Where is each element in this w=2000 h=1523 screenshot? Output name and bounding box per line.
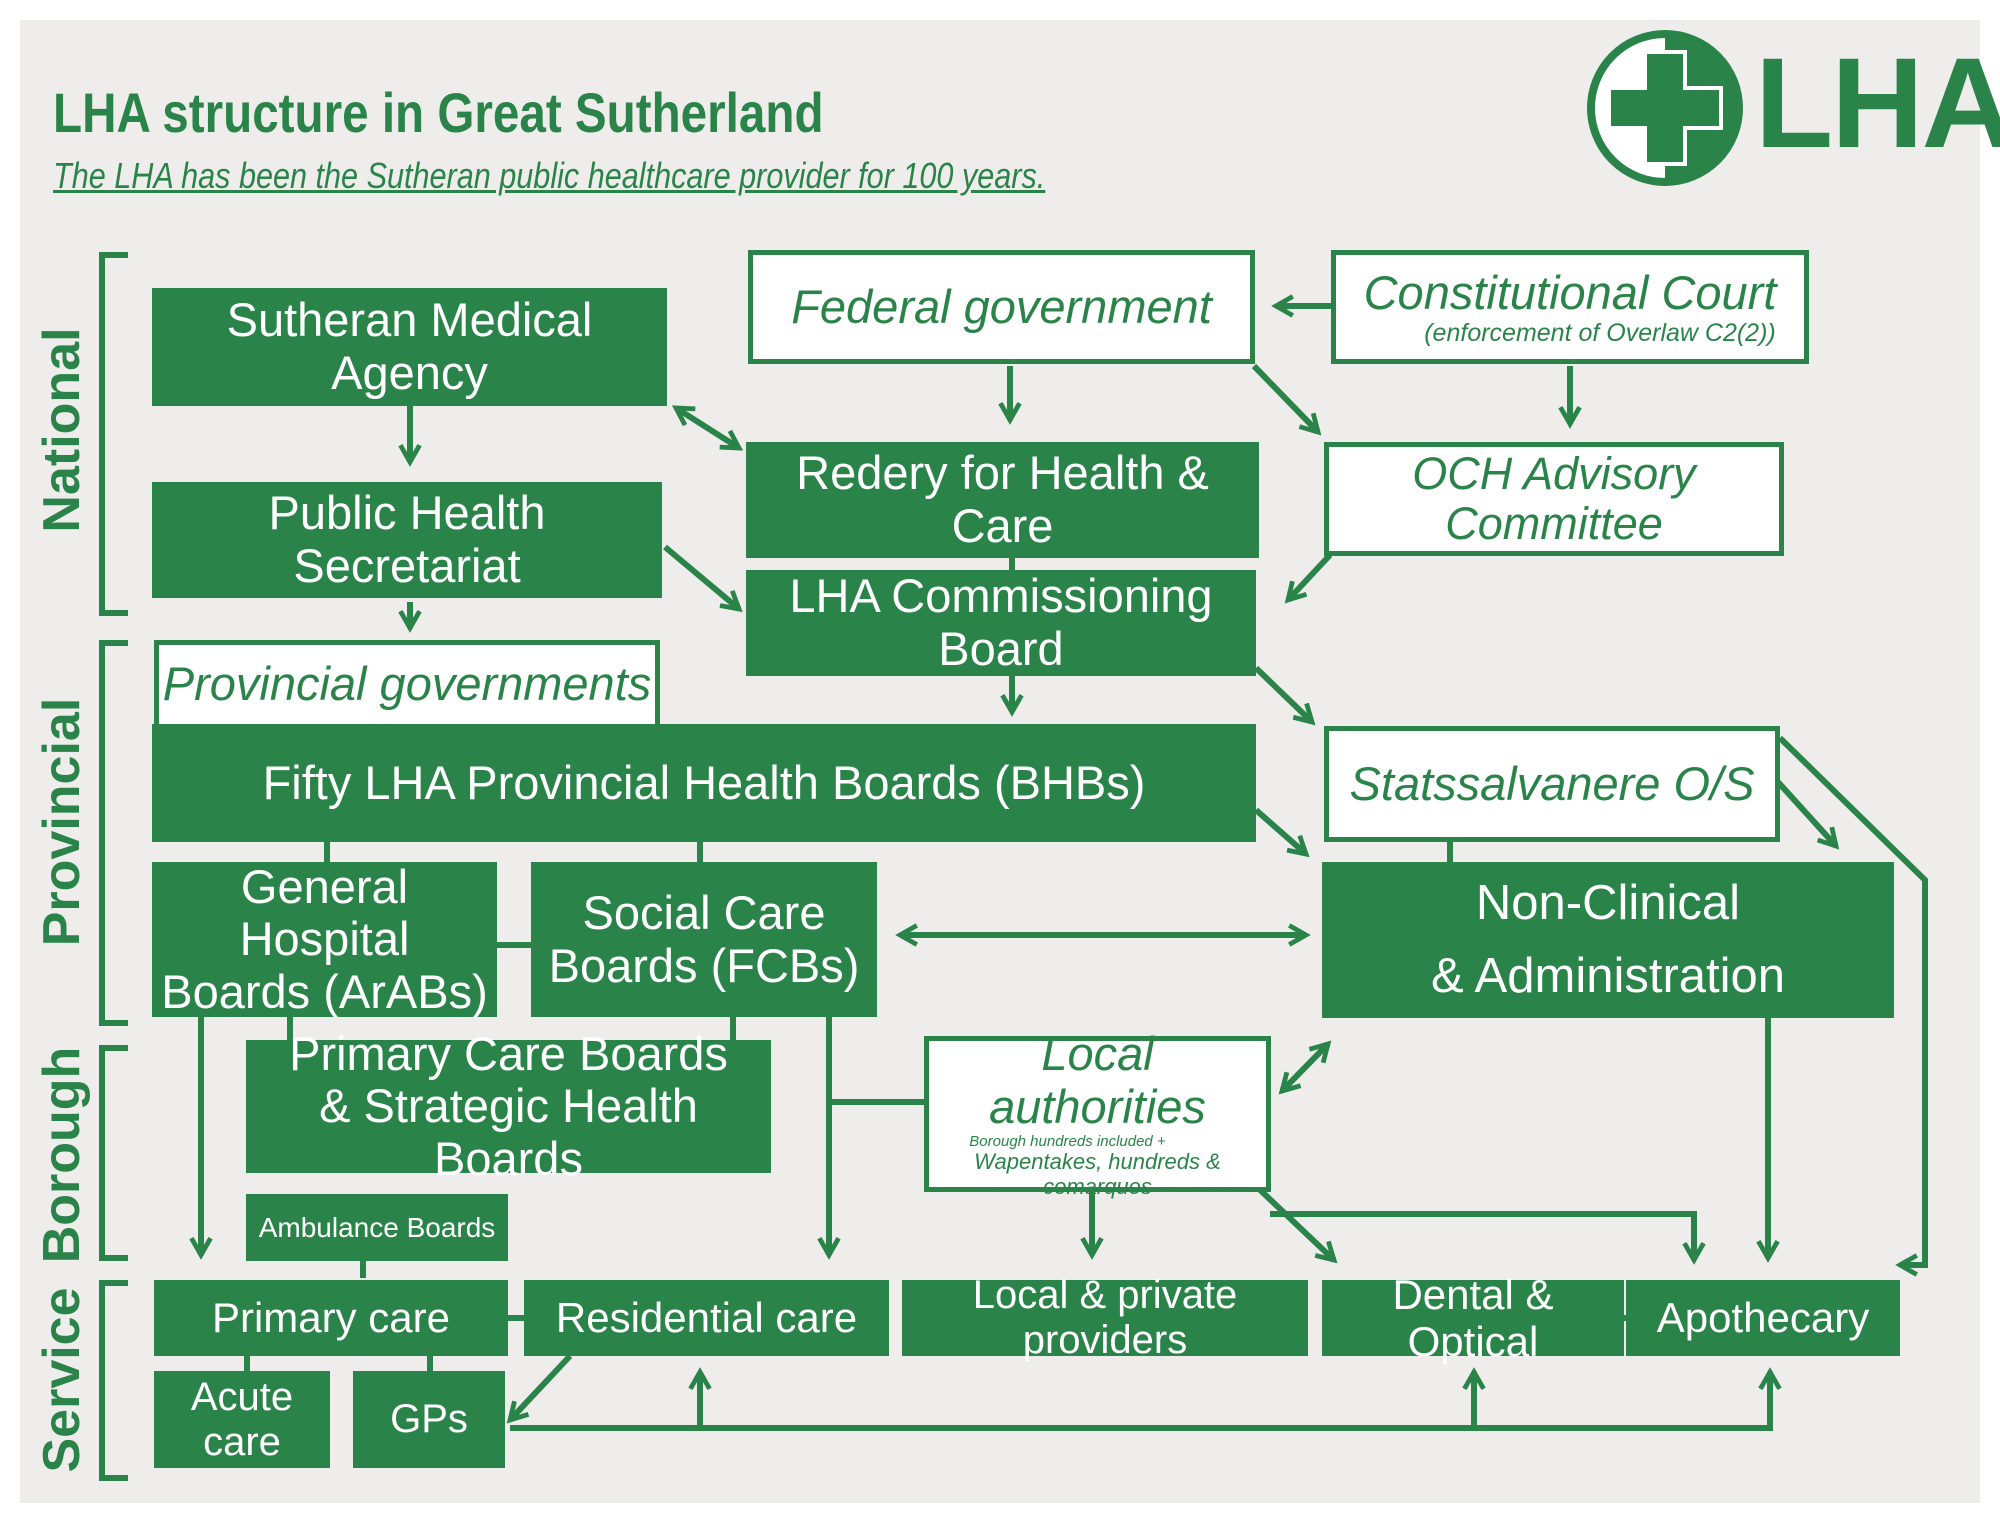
local-authorities-note2: Wapentakes, hundreds & comarques <box>974 1149 1221 1200</box>
node-primary-care: Primary care <box>154 1280 508 1356</box>
bracket-national <box>99 252 128 616</box>
node-provincial-governments: Provincial governments <box>154 640 660 724</box>
fcbs-line2: Boards (FCBs) <box>548 938 860 992</box>
node-commissioning-board: LHA Commissioning Board <box>746 570 1256 676</box>
page-title: LHA structure in Great Sutherland <box>53 81 824 144</box>
node-och-advisory: OCH Advisory Committee <box>1324 442 1784 556</box>
fcbs-line1: Social Care <box>582 885 826 939</box>
arrow-gps-to-apothecary <box>1474 1367 1782 1431</box>
arabs-line1: General Hospital <box>239 859 410 966</box>
tier-label-provincial: Provincial <box>33 697 91 947</box>
arrow-sma-redery <box>671 405 744 451</box>
local-authorities-note1: Borough hundreds included + <box>969 1132 1166 1150</box>
node-arabs: General Hospital Boards (ArABs) <box>152 859 497 1018</box>
node-acute-care: Acute care <box>154 1371 330 1468</box>
node-gps: GPs <box>353 1371 505 1468</box>
arrow-och-to-board <box>1284 552 1333 604</box>
tier-label-borough: Borough <box>33 1046 91 1264</box>
arrow-statss-to-apothecary <box>1777 735 1928 1277</box>
page-subtitle: The LHA has been the Sutheran public hea… <box>53 155 1046 196</box>
arabs-line2: Boards (ArABs) <box>161 964 488 1018</box>
node-public-health-secretariat: Public Health Secretariat <box>152 482 662 598</box>
lha-logo: LHA <box>1585 28 2000 188</box>
arrow-gps-to-residential <box>510 1367 712 1431</box>
non-clinical-line1: Non-Clinical <box>1475 875 1741 930</box>
tier-label-service: Service <box>33 1287 91 1473</box>
bracket-provincial <box>99 640 128 1026</box>
constitutional-court-note: (enforcement of Overlaw C2(2)) <box>1424 319 1776 348</box>
node-sutheran-medical-agency: Sutheran Medical Agency <box>152 288 667 406</box>
node-residential-care: Residential care <box>524 1280 889 1356</box>
node-non-clinical: Non-Clinical & Administration <box>1322 862 1894 1018</box>
node-local-authorities: Local authorities Borough hundreds inclu… <box>924 1027 1271 1199</box>
arrow-bhbs-to-nonclinical <box>1254 807 1310 858</box>
constitutional-court-label: Constitutional Court <box>1363 265 1777 319</box>
node-constitutional-court: Constitutional Court (enforcement of Ove… <box>1331 250 1809 364</box>
arrow-local-nonclinical <box>1278 1040 1332 1095</box>
node-ambulance-boards: Ambulance Boards <box>246 1194 508 1261</box>
local-authorities-label: Local authorities <box>989 1027 1206 1133</box>
node-dental-optical: Dental & Optical <box>1322 1271 1624 1365</box>
green-cross-icon <box>1587 30 1743 186</box>
node-statssalvanere: Statssalvanere O/S <box>1324 726 1780 842</box>
bracket-service <box>99 1280 128 1481</box>
arrow-statss-to-nonclinical <box>1775 779 1840 850</box>
tier-label-national: National <box>33 327 91 533</box>
node-primary-care-boards: Primary Care Boards & Strategic Health B… <box>246 1027 771 1185</box>
arrow-residential-to-gps <box>506 1353 573 1424</box>
node-local-private-providers: Local & private providers <box>902 1273 1308 1362</box>
primary-boards-line1: Primary Care Boards <box>289 1026 728 1080</box>
arrow-local-to-apothecary <box>1270 1211 1706 1265</box>
node-apothecary: Apothecary <box>1626 1280 1900 1356</box>
primary-boards-line2: & Strategic Health Boards <box>319 1079 698 1185</box>
node-fcbs: Social Care Boards (FCBs) <box>531 862 877 1017</box>
logo-text: LHA <box>1755 32 2000 175</box>
bracket-borough <box>99 1045 128 1261</box>
node-bhbs: Fifty LHA Provincial Health Boards (BHBs… <box>152 724 1256 842</box>
node-redery: Redery for Health & Care <box>746 442 1259 558</box>
arrow-board-to-statss <box>1253 665 1316 726</box>
arrow-gps-to-dental <box>700 1367 1486 1431</box>
non-clinical-line2: & Administration <box>1430 949 1786 1003</box>
arrow-phs-to-board <box>663 544 743 613</box>
arrow-local-to-dental <box>1255 1185 1338 1264</box>
arrow-fed-to-och <box>1251 363 1322 436</box>
node-federal-government: Federal government <box>748 250 1255 364</box>
